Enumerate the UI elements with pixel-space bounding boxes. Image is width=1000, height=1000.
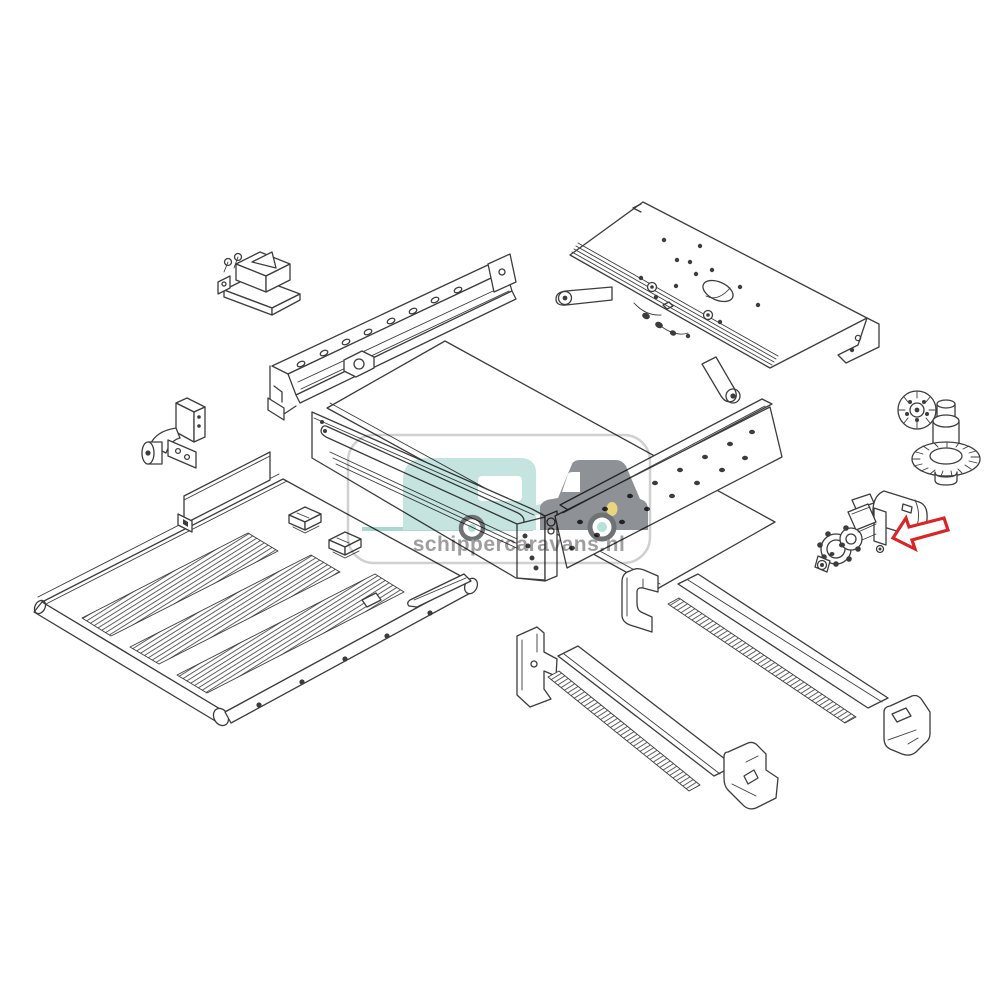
watermark-text: schippercaravans.nl	[413, 533, 626, 556]
end-cap-hook	[621, 568, 659, 633]
end-cap-lower	[723, 741, 779, 810]
car-wheel-hub	[597, 522, 607, 532]
trim-strip	[407, 573, 472, 608]
drive-gear	[897, 390, 937, 430]
caravan-window	[478, 476, 522, 501]
bevel-gear	[911, 399, 981, 486]
watermark-frame	[346, 433, 652, 565]
step-tread	[33, 473, 479, 727]
end-cap-bracket	[516, 626, 558, 708]
swing-arm-front	[701, 356, 741, 404]
guide-rail	[267, 253, 517, 421]
car-headlight	[606, 502, 618, 516]
end-cap-upper	[883, 694, 931, 756]
mounting-plate	[569, 201, 880, 369]
fixing-clip-a	[288, 506, 322, 534]
side-rail-lower	[547, 645, 735, 792]
side-rail-upper	[667, 573, 889, 724]
mounting-bracket	[217, 251, 301, 316]
swing-arm-left	[555, 286, 613, 306]
car-window	[562, 472, 580, 492]
corner-bracket	[141, 397, 206, 469]
tread-back-wall	[177, 451, 271, 533]
highlight-arrow	[890, 514, 951, 553]
caravan-wheel-hub	[468, 524, 476, 532]
